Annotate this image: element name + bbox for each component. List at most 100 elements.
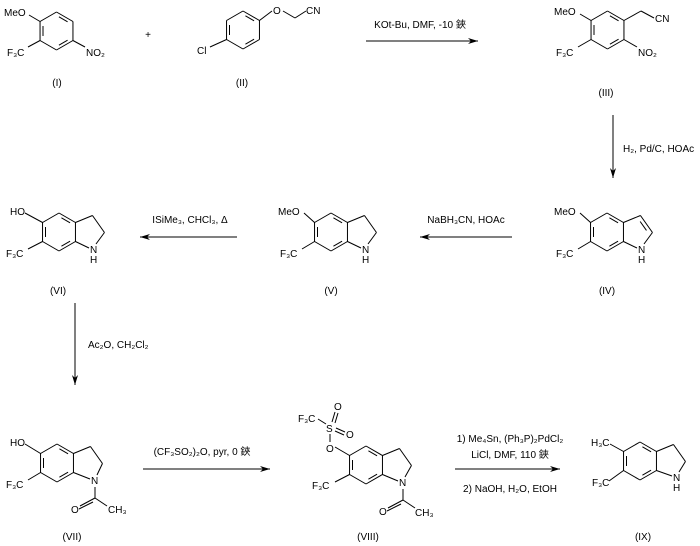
atom-label: CN — [655, 14, 669, 25]
ring-bond — [365, 445, 383, 456]
bond — [364, 215, 377, 233]
atom-label: Cl — [197, 46, 206, 57]
bond — [335, 427, 346, 433]
atom-label: CH₃ — [108, 505, 127, 516]
bond — [623, 241, 638, 249]
atom-label: CN — [306, 6, 320, 17]
atom-label: H — [362, 255, 369, 266]
bond — [387, 499, 404, 509]
double-bond — [609, 240, 619, 247]
bond — [577, 241, 591, 250]
ring-bond — [314, 212, 332, 223]
ring-bond — [58, 212, 76, 223]
bond — [73, 472, 91, 480]
bond — [28, 14, 41, 22]
atom-label: F₃C — [312, 481, 329, 492]
compound-label: (VII) — [63, 532, 82, 543]
ring-bond — [242, 39, 260, 50]
bond — [209, 39, 227, 48]
atom-label: H — [638, 255, 645, 266]
bond — [623, 39, 638, 48]
bond — [317, 418, 327, 425]
compound-IV: MeO F₃C N H (IV) — [554, 207, 645, 297]
atom-label: HO — [10, 438, 25, 449]
ring-bond — [56, 443, 74, 454]
arrowhead-icon — [610, 168, 616, 178]
bond — [27, 241, 43, 250]
double-bond — [639, 221, 647, 231]
compound-IX: H₃C F₃C N H (IX) — [591, 438, 680, 543]
ring-bond — [349, 445, 367, 456]
atom-label: H₃C — [591, 438, 610, 449]
bond — [78, 501, 94, 510]
atom-label: MeO — [4, 8, 26, 19]
bond — [656, 444, 674, 452]
arrowhead-icon — [468, 38, 478, 44]
double-bond — [642, 469, 652, 476]
double-bond — [333, 240, 343, 247]
ring-bond — [56, 11, 74, 22]
ring-bond — [623, 441, 641, 452]
reagent-step7-line3: 2) NaOH, H₂O, EtOH — [463, 484, 557, 495]
bond — [673, 444, 686, 462]
ring-bond — [639, 470, 657, 481]
double-bond — [58, 39, 68, 46]
bond — [79, 497, 96, 507]
arrowhead-icon — [420, 234, 430, 240]
compound-III: MeO F₃C NO₂ CN (III) — [554, 7, 669, 99]
bond — [331, 411, 336, 423]
double-bond — [609, 15, 619, 22]
double-bond — [61, 217, 71, 224]
compound-label: (III) — [599, 88, 614, 99]
ring-bond — [58, 241, 76, 252]
bond — [367, 232, 377, 245]
ring-bond — [330, 212, 348, 223]
compound-II: Cl O CN (II) — [197, 6, 320, 89]
atom-label: O — [273, 6, 281, 17]
bond — [95, 232, 105, 245]
bond — [579, 13, 592, 21]
ring-bond — [40, 472, 58, 483]
atom-label: NO₂ — [638, 48, 657, 59]
ring-bond — [590, 10, 608, 21]
bond — [282, 10, 296, 19]
compound-VII: HO F₃C N O CH₃ (VII) — [6, 438, 127, 543]
atom-label: H — [90, 255, 97, 266]
atom-label: F₃C — [556, 48, 573, 59]
atom-label: N — [638, 245, 645, 256]
bond — [678, 461, 686, 473]
bond — [608, 470, 624, 482]
atom-label: MeO — [554, 7, 576, 18]
double-bond — [368, 450, 378, 457]
bonds-layer — [24, 10, 686, 512]
bond — [27, 40, 41, 48]
bond — [90, 446, 103, 464]
reagent-step1: KOt-Bu, DMF, -10 鋏 — [374, 18, 466, 31]
double-bond — [609, 38, 619, 45]
bond — [94, 497, 108, 507]
bond — [640, 10, 655, 19]
atom-label: S — [326, 424, 333, 435]
plus-sign: + — [145, 30, 151, 41]
ring-bond — [607, 10, 625, 21]
atom-label: F₃C — [6, 249, 23, 260]
reagent-step4: ISiMe₃, CHCl₃, Δ — [152, 215, 228, 226]
atom-label: N — [673, 473, 680, 484]
atom-label: H — [673, 483, 680, 494]
bond — [334, 412, 339, 424]
bond — [623, 10, 642, 21]
ring-bond — [590, 241, 608, 252]
ring-bond — [39, 40, 57, 51]
bond — [609, 443, 624, 452]
ring-bond — [42, 241, 60, 252]
reagent-step5: Ac₂O, CH₂Cl₂ — [88, 340, 149, 351]
bond — [382, 448, 400, 456]
compound-label: (IX) — [635, 532, 651, 543]
ring-bond — [590, 39, 608, 50]
reagent-step7-line1: 1) Me₄Sn, (Ph₃P)₂PdCl₂ — [457, 434, 564, 445]
double-bond — [58, 16, 68, 23]
atom-label: N — [91, 476, 98, 487]
bond — [27, 472, 41, 481]
ring-bond — [56, 472, 74, 483]
atom-label: F₃C — [7, 48, 24, 59]
